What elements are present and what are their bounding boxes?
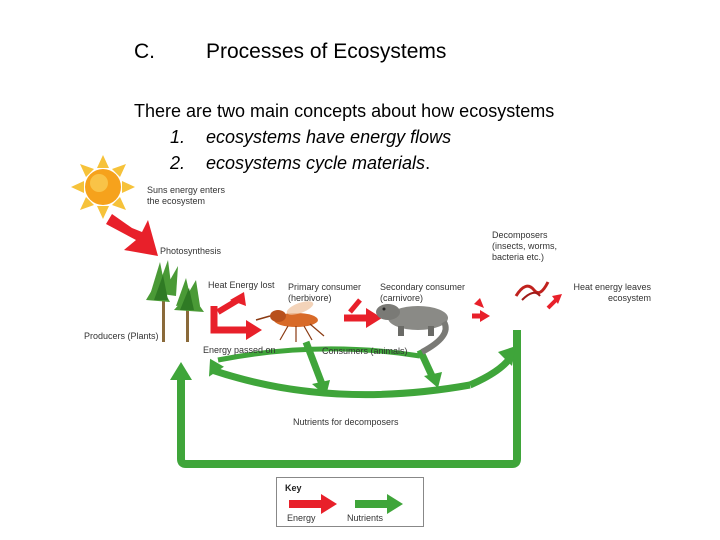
title-text: Processes of Ecosystems	[206, 40, 447, 63]
label-primary-consumer: Primary consumer (herbivore)	[288, 282, 362, 303]
intro-block: There are two main concepts about how ec…	[134, 98, 694, 176]
point-1: 1. ecosystems have energy flows	[134, 124, 694, 150]
label-decomposers: Decomposers (insects, worms, bacteria et…	[492, 230, 558, 262]
title-number: C.	[134, 40, 155, 63]
legend-energy-arrow	[289, 494, 337, 514]
nutrient-down-arrows	[302, 340, 442, 396]
label-sun-energy: Suns energy enters the ecosystem	[147, 185, 226, 206]
legend-title: Key	[285, 483, 302, 493]
legend-nutrients-label: Nutrients	[347, 513, 384, 523]
label-heat-leaves: Heat energy leaves ecosystem	[573, 282, 651, 303]
legend-energy-label: Energy	[287, 513, 316, 523]
label-consumers: Consumers (animals)	[322, 346, 408, 356]
nutrient-arc-arrows	[209, 346, 516, 399]
legend-key: Key Energy Nutrients	[276, 477, 424, 527]
point-2: 2. ecosystems cycle materials.	[134, 150, 694, 176]
point-2-number: 2.	[170, 153, 186, 173]
worm-icon	[514, 281, 550, 301]
legend-swatches	[289, 494, 403, 514]
slide-title: C. Processes of Ecosystems	[134, 40, 446, 64]
label-nutrients-decomposers: Nutrients for decomposers	[293, 417, 399, 427]
intro-text: There are two main concepts about how ec…	[134, 101, 555, 121]
legend-nutrient-arrow	[355, 494, 403, 514]
plant-icon	[146, 260, 204, 342]
label-secondary-consumer: Secondary consumer (carnivore)	[380, 282, 466, 303]
point-1-text: ecosystems have energy flows	[206, 127, 452, 147]
label-photosynthesis: Photosynthesis	[160, 246, 222, 256]
energy-arrows	[210, 292, 562, 340]
sun-icon	[71, 155, 135, 219]
point-2-suffix: .	[425, 153, 431, 173]
point-1-number: 1.	[170, 127, 186, 147]
insect-icon	[255, 301, 325, 342]
nutrient-loop-arrow	[170, 330, 521, 468]
label-producers: Producers (Plants)	[84, 331, 159, 341]
label-heat-lost: Heat Energy lost	[208, 280, 275, 290]
lizard-icon	[376, 304, 449, 355]
sun-energy-arrow	[106, 214, 158, 256]
label-energy-passed: Energy passed on	[203, 345, 276, 355]
point-2-text: ecosystems cycle materials	[206, 153, 426, 173]
